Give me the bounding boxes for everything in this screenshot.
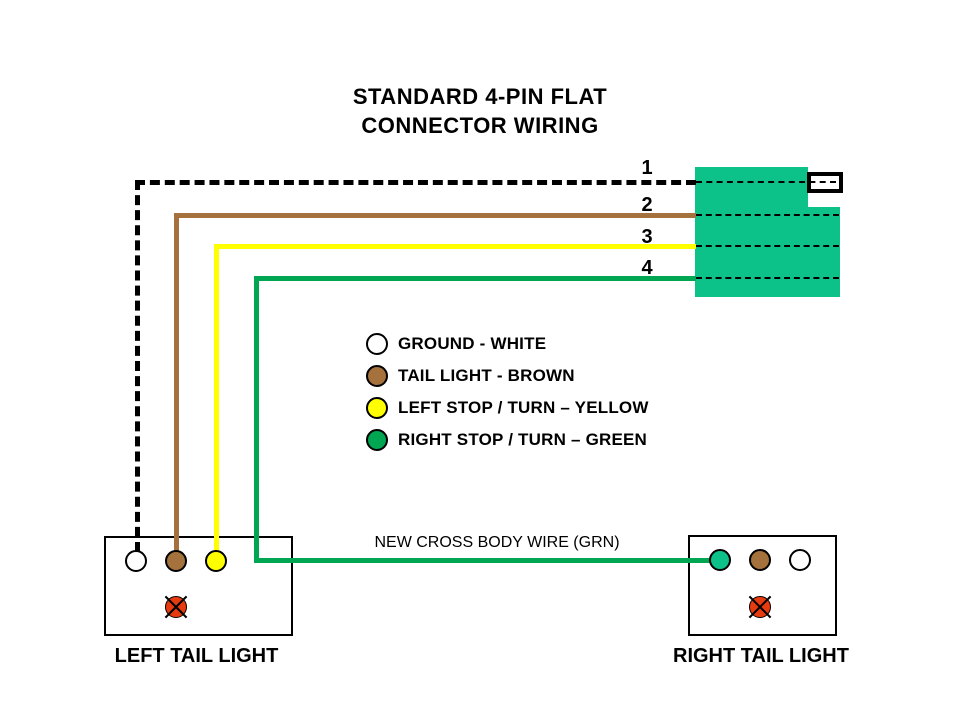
left-turn-wire-horizontal [214,244,696,249]
legend: GROUND - WHITE TAIL LIGHT - BROWN LEFT S… [366,333,649,451]
connector-pin2-contact [696,214,839,216]
green-circle-icon [366,429,388,451]
left-tail-light-label: LEFT TAIL LIGHT [114,645,279,667]
left-turn-socket-icon [205,550,227,572]
connector-pin4-contact [696,277,839,279]
left-turn-wire-vertical [214,244,219,552]
legend-label-ground: GROUND - WHITE [398,334,547,353]
right-lamp-icon [749,596,771,618]
yellow-circle-icon [366,397,388,419]
legend-row-ground: GROUND - WHITE [366,333,649,355]
right-tail-socket-icon [749,549,771,571]
legend-row-left-turn: LEFT STOP / TURN – YELLOW [366,397,649,419]
right-turn-wire-vertical [254,276,259,563]
cross-body-wire [254,558,720,563]
page-title: STANDARD 4-PIN FLAT CONNECTOR WIRING [280,82,680,140]
ground-wire-vertical [135,180,140,552]
legend-row-right-turn: RIGHT STOP / TURN – GREEN [366,429,649,451]
left-tail-socket-icon [165,550,187,572]
brown-circle-icon [366,365,388,387]
left-lamp-icon [165,596,187,618]
connector-tab [808,207,840,297]
right-turn-wire-horizontal [254,276,696,281]
connector-pin3-contact [696,245,839,247]
white-circle-icon [366,333,388,355]
pin-3-label: 3 [641,226,653,248]
title-line-2: CONNECTOR WIRING [361,113,599,138]
connector-pin1-contact [696,181,836,183]
right-tail-light-box [688,535,837,636]
pin-2-label: 2 [641,194,653,216]
tail-wire-vertical [174,213,179,552]
pin-4-label: 4 [641,257,653,279]
left-tail-light-box [104,536,293,636]
right-ground-socket-icon [789,549,811,571]
right-turn-socket-icon [709,549,731,571]
cross-body-wire-label: NEW CROSS BODY WIRE (GRN) [374,534,620,551]
legend-label-left-turn: LEFT STOP / TURN – YELLOW [398,398,649,417]
legend-row-tail: TAIL LIGHT - BROWN [366,365,649,387]
connector-body [695,167,808,297]
ground-wire-horizontal [135,180,696,185]
legend-label-right-turn: RIGHT STOP / TURN – GREEN [398,430,648,449]
pin-1-label: 1 [641,157,653,179]
right-tail-light-label: RIGHT TAIL LIGHT [673,645,849,667]
tail-wire-horizontal [174,213,696,218]
left-ground-socket-icon [125,550,147,572]
title-line-1: STANDARD 4-PIN FLAT [352,84,608,109]
legend-label-tail: TAIL LIGHT - BROWN [398,366,575,385]
